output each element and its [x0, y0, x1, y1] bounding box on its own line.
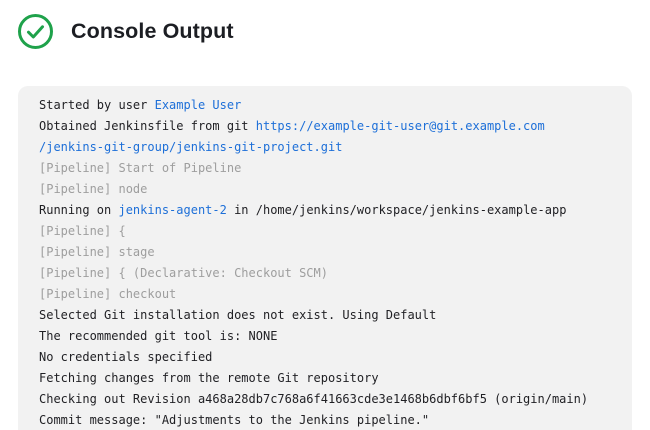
console-line: Checking out Revision a468a28db7c768a6f4…	[39, 389, 614, 410]
console-line: Commit message: "Adjustments to the Jenk…	[39, 410, 614, 430]
pipeline-step-text: [Pipeline] checkout	[39, 287, 177, 301]
console-link[interactable]: https://example-git-user@git.example.com	[255, 119, 545, 133]
console-line: Obtained Jenkinsfile from git https://ex…	[39, 116, 614, 137]
console-text: Obtained Jenkinsfile from git	[39, 119, 256, 133]
console-text: Commit message: "Adjustments to the Jenk…	[39, 413, 430, 427]
console-line: [Pipeline] checkout	[39, 284, 614, 305]
console-text: Fetching changes from the remote Git rep…	[39, 371, 379, 385]
console-line: /jenkins-git-group/jenkins-git-project.g…	[39, 137, 614, 158]
pipeline-step-text: [Pipeline] Start of Pipeline	[39, 161, 242, 175]
console-text: No credentials specified	[39, 350, 213, 364]
console-line: [Pipeline] {	[39, 221, 614, 242]
console-line: Fetching changes from the remote Git rep…	[39, 368, 614, 389]
console-line: Selected Git installation does not exist…	[39, 305, 614, 326]
console-text: The recommended git tool is: NONE	[39, 329, 278, 343]
console-line: Running on jenkins-agent-2 in /home/jenk…	[39, 200, 614, 221]
console-text: in /home/jenkins/workspace/jenkins-examp…	[226, 203, 567, 217]
pipeline-step-text: [Pipeline] stage	[39, 245, 155, 259]
console-text: Selected Git installation does not exist…	[39, 308, 437, 322]
pipeline-step-text: [Pipeline] node	[39, 182, 148, 196]
console-line: The recommended git tool is: NONE	[39, 326, 614, 347]
console-link[interactable]: /jenkins-git-group/jenkins-git-project.g…	[39, 140, 343, 154]
console-line: [Pipeline] stage	[39, 242, 614, 263]
page-title: Console Output	[71, 19, 234, 43]
build-success-check-icon	[18, 14, 53, 49]
console-text: Running on	[39, 203, 119, 217]
console-link[interactable]: Example User	[154, 98, 242, 112]
console-line: [Pipeline] Start of Pipeline	[39, 158, 614, 179]
console-link[interactable]: jenkins-agent-2	[118, 203, 227, 217]
console-line: [Pipeline] node	[39, 179, 614, 200]
page-header: Console Output	[17, 13, 234, 50]
console-line: [Pipeline] { (Declarative: Checkout SCM)	[39, 263, 614, 284]
console-line: Started by user Example User	[39, 95, 614, 116]
console-line: No credentials specified	[39, 347, 614, 368]
pipeline-step-text: [Pipeline] {	[39, 224, 126, 238]
pipeline-step-text: [Pipeline] { (Declarative: Checkout SCM)	[39, 266, 328, 280]
console-text: Started by user	[39, 98, 155, 112]
console-text: Checking out Revision a468a28db7c768a6f4…	[39, 392, 589, 406]
